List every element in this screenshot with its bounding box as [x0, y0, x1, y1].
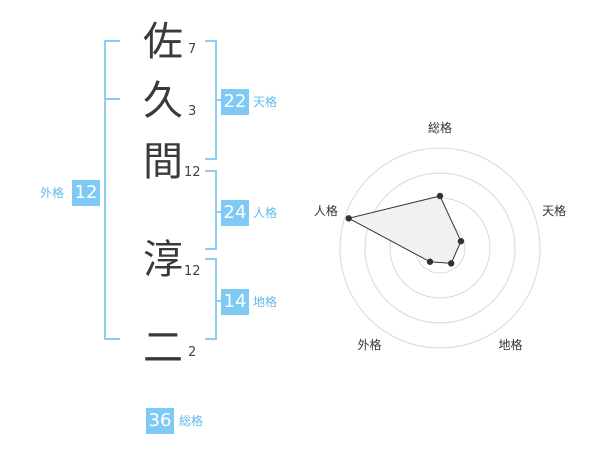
given-char-2: 二: [143, 325, 183, 371]
gaikaku-bracket: [104, 40, 120, 340]
surname-char-3: 間: [143, 139, 183, 185]
gaikaku-bracket-tick: [104, 98, 120, 100]
chikaku-label: 地格: [253, 295, 278, 309]
radar-axis-label-1: 総格: [428, 120, 452, 135]
radar-point-1: [436, 192, 444, 200]
radar-point-5: [345, 215, 352, 222]
gaikaku-label: 外格: [40, 186, 65, 200]
radar-axis-label-3: 地格: [499, 337, 523, 352]
tenkaku-label: 天格: [253, 95, 278, 109]
jinkaku-label: 人格: [253, 206, 278, 220]
tenkaku-bracket-tick: [216, 99, 222, 101]
radar-axis-label-4: 外格: [357, 337, 381, 352]
radar-axis-label-2: 天格: [542, 203, 566, 218]
surname-char-3-strokes: 12: [184, 165, 201, 180]
gaikaku-value-badge: 12: [72, 180, 100, 206]
radar-series-polygon: [347, 195, 462, 264]
given-char-1: 淳: [143, 237, 183, 283]
chikaku-value-badge: 14: [221, 289, 249, 315]
radar-grid-ring: [339, 147, 541, 349]
surname-char-1-strokes: 7: [188, 42, 197, 57]
chikaku-bracket-tick: [216, 300, 222, 302]
surname-char-2: 久: [143, 78, 183, 124]
radar-point-4: [426, 258, 434, 265]
jinkaku-value-badge: 24: [221, 200, 249, 226]
jinkaku-bracket-tick: [216, 211, 222, 213]
surname-char-1: 佐: [143, 19, 183, 65]
tenkaku-value-badge: 22: [221, 89, 249, 115]
soukaku-label: 総格: [179, 414, 204, 428]
radar-axis-label-5: 人格: [314, 203, 338, 218]
radar-point-2: [457, 238, 465, 245]
given-char-2-strokes: 2: [188, 345, 197, 360]
surname-char-2-strokes: 3: [188, 104, 197, 119]
radar-grid-ring: [364, 172, 516, 324]
given-char-1-strokes: 12: [184, 264, 201, 279]
soukaku-value-badge: 36: [146, 408, 174, 434]
radar-point-3: [447, 260, 455, 267]
jinkaku-bracket: [205, 170, 217, 250]
chikaku-bracket: [205, 258, 217, 340]
